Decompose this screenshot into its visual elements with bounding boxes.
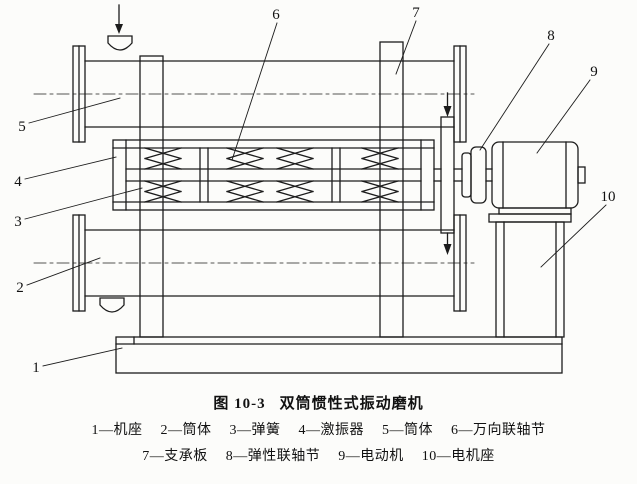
universal-joint-disc xyxy=(440,92,455,255)
feed-arrowhead xyxy=(115,24,123,34)
callout-7: 7 xyxy=(412,5,420,21)
support-plate-left xyxy=(139,55,164,338)
callout-8: 8 xyxy=(547,28,555,44)
spring-2 xyxy=(226,147,264,203)
callout-5: 5 xyxy=(18,119,26,135)
machine-base xyxy=(115,336,563,374)
feed-plug xyxy=(107,35,133,51)
callout-3: 3 xyxy=(14,214,22,230)
legend-item-10: 10—电机座 xyxy=(421,448,495,464)
callout-2: 2 xyxy=(16,280,24,296)
motor-shaft-stub xyxy=(577,166,586,184)
figure-caption: 图 10-3 双筒惯性式振动磨机 xyxy=(0,392,637,413)
legend-item-1: 1—机座 xyxy=(91,423,143,438)
flexible-coupling xyxy=(461,146,487,204)
legend-item-9: 9—电动机 xyxy=(338,448,404,464)
legend-row-2: 7—支承板 8—弹性联轴节 9—电动机 10—电机座 xyxy=(0,444,637,470)
figure-legend: 1—机座 2—筒体 3—弹簧 4—激振器 5—筒体 6—万向联轴节 7—支承板 … xyxy=(0,418,637,470)
motor-foot xyxy=(498,207,572,215)
top-cylinder xyxy=(72,45,467,143)
leader-6 xyxy=(231,22,278,161)
leader-3 xyxy=(24,187,143,220)
springs xyxy=(144,147,399,203)
figure-title: 双筒惯性式振动磨机 xyxy=(279,396,424,412)
motor xyxy=(491,141,586,215)
leader-4 xyxy=(24,156,117,180)
drive-shaft xyxy=(433,168,493,182)
callout-10: 10 xyxy=(601,189,616,205)
spring-3 xyxy=(276,147,314,203)
legend-item-2: 2—筒体 xyxy=(160,423,212,438)
discharge-plug xyxy=(99,297,125,313)
callout-6: 6 xyxy=(272,7,280,23)
leader-7 xyxy=(395,20,417,75)
feed-inlet xyxy=(107,4,133,51)
leader-lines xyxy=(24,20,607,367)
leader-9 xyxy=(536,79,591,154)
mill-diagram: 1 2 3 4 5 6 7 8 9 10 xyxy=(14,4,616,376)
legend-item-3: 3—弹簧 xyxy=(229,423,281,438)
callout-1: 1 xyxy=(32,360,40,376)
callout-numbers: 1 2 3 4 5 6 7 8 9 10 xyxy=(14,5,615,376)
leader-5 xyxy=(28,97,121,124)
leader-10 xyxy=(540,204,607,268)
exciter-frame xyxy=(112,139,435,211)
bottom-cylinder xyxy=(72,214,467,313)
leader-1 xyxy=(42,347,123,367)
legend-item-6: 6—万向联轴节 xyxy=(451,423,546,438)
leader-2 xyxy=(26,257,101,286)
legend-item-4: 4—激振器 xyxy=(298,423,364,438)
support-plate-right xyxy=(379,41,404,338)
centerlines xyxy=(33,93,475,264)
callout-4: 4 xyxy=(14,174,22,190)
callout-9: 9 xyxy=(590,64,598,80)
figure-number: 图 10-3 xyxy=(213,396,266,412)
leader-8 xyxy=(479,43,550,151)
motor-base xyxy=(488,213,572,338)
legend-item-7: 7—支承板 xyxy=(142,448,208,464)
legend-item-8: 8—弹性联轴节 xyxy=(225,448,321,464)
legend-row-1: 1—机座 2—筒体 3—弹簧 4—激振器 5—筒体 6—万向联轴节 xyxy=(0,418,637,444)
legend-item-5: 5—筒体 xyxy=(382,423,433,438)
